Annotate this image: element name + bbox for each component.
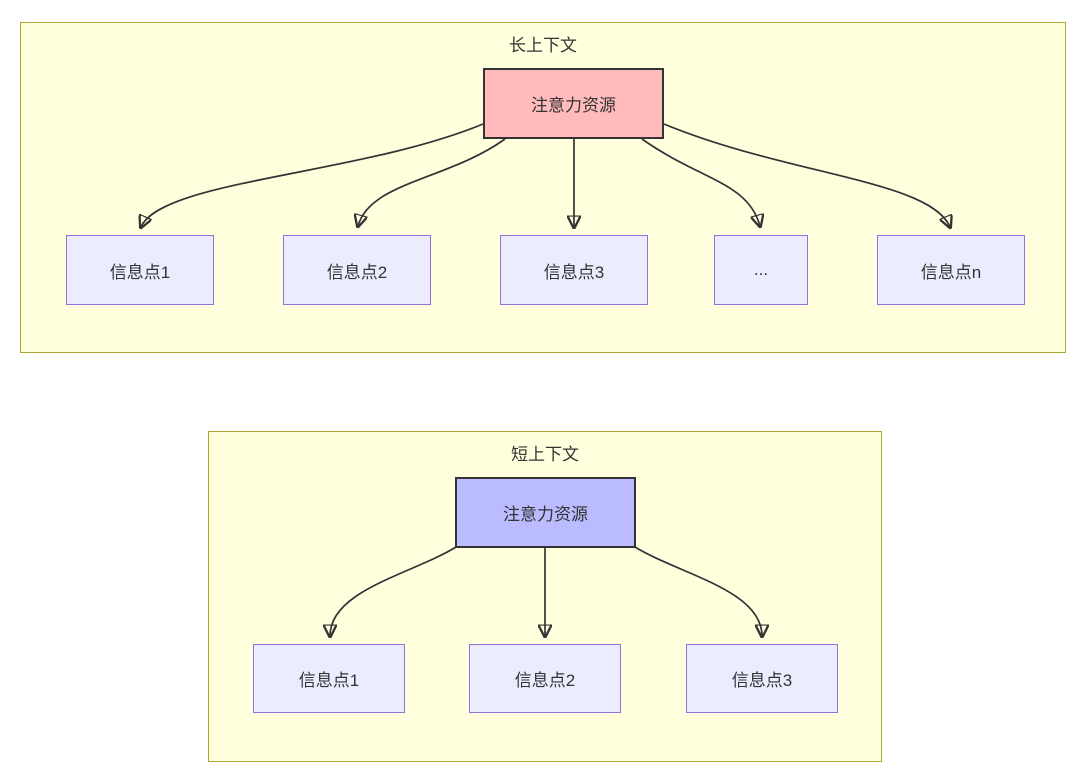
- node-long-info-2: 信息点2: [283, 235, 431, 305]
- node-short-info-2: 信息点2: [469, 644, 621, 713]
- cluster-short-title: 短上下文: [511, 445, 579, 464]
- node-attention-long: 注意力资源: [483, 68, 664, 139]
- cluster-long-title: 长上下文: [509, 36, 577, 55]
- node-short-info-3: 信息点3: [686, 644, 838, 713]
- node-short-info-1: 信息点1: [253, 644, 405, 713]
- node-long-info-ellipsis: ...: [714, 235, 808, 305]
- node-long-info-1: 信息点1: [66, 235, 214, 305]
- node-long-info-3: 信息点3: [500, 235, 648, 305]
- node-attention-short: 注意力资源: [455, 477, 636, 548]
- node-long-info-n: 信息点n: [877, 235, 1025, 305]
